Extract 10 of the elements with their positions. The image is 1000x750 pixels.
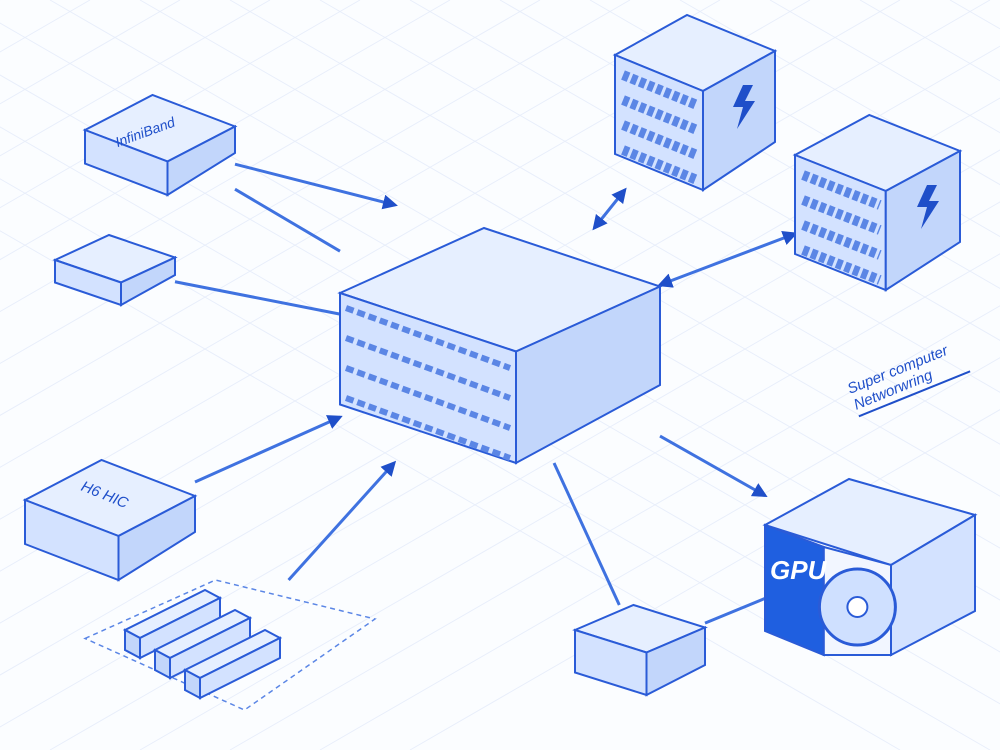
network-cable [234,188,341,252]
network-cable [552,462,621,606]
network-cable [234,162,398,210]
network-cable [659,434,768,498]
network-cable [174,280,340,316]
device-label: H6 HIC [78,478,131,512]
network-cable [592,188,627,230]
network-cable [287,460,396,581]
network-cable [704,596,766,625]
network-cable [194,415,343,484]
